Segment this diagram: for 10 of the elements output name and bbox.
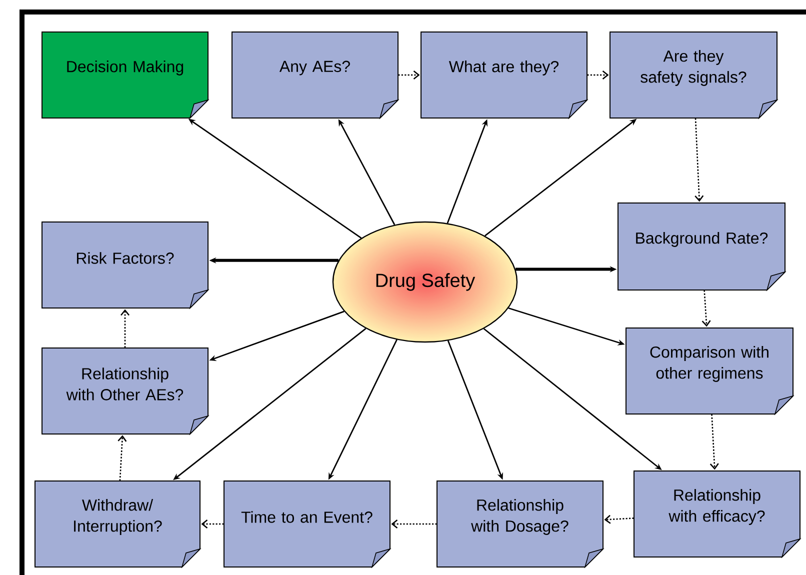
arrow xyxy=(398,70,420,80)
arrow xyxy=(710,414,719,470)
arrow xyxy=(694,118,704,202)
arrow xyxy=(391,519,437,528)
arrow xyxy=(201,519,224,528)
arrow xyxy=(604,514,634,524)
arrow xyxy=(118,435,127,481)
arrow xyxy=(120,309,130,348)
arrow xyxy=(587,70,609,80)
arrow xyxy=(702,290,711,327)
